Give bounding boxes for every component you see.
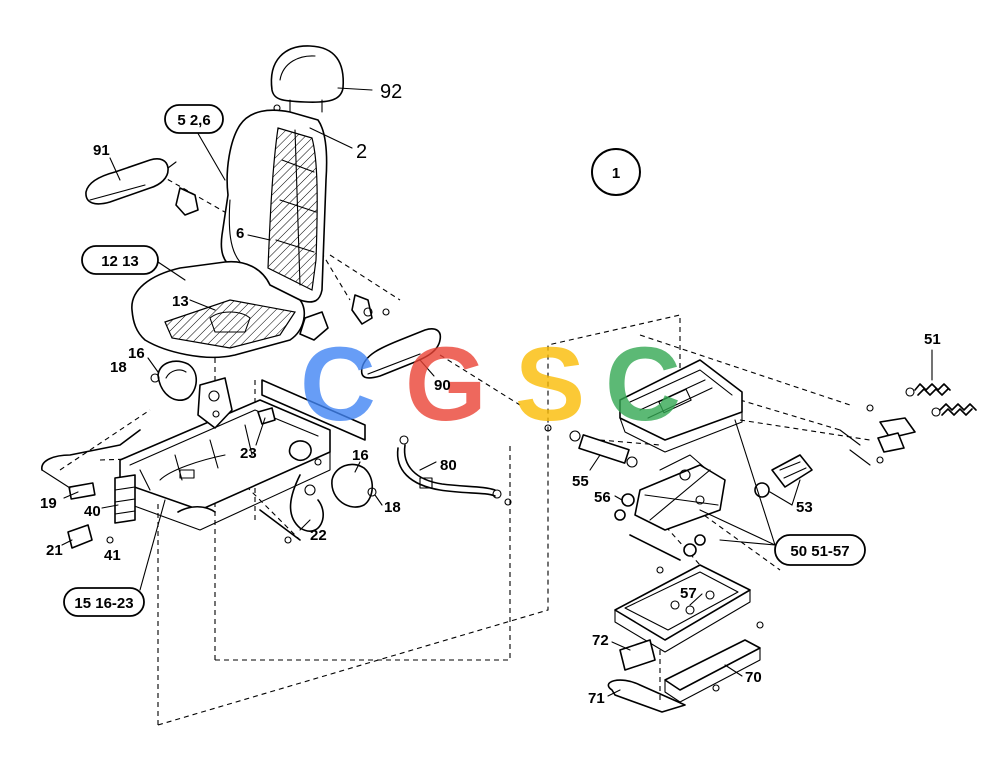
callout-6: 6 — [236, 225, 244, 242]
armrest-left[interactable] — [85, 158, 177, 205]
group-label-main: 1 — [591, 148, 641, 196]
group-label-frame: 15 16-23 — [63, 587, 145, 617]
suspension-lower-base[interactable] — [614, 564, 751, 653]
callout-16-right: 16 — [352, 447, 369, 464]
callout-70: 70 — [745, 669, 762, 686]
callout-57: 57 — [680, 585, 697, 602]
height-adjuster[interactable] — [754, 454, 813, 498]
backrest[interactable] — [220, 109, 328, 303]
knob[interactable] — [67, 524, 93, 549]
callout-56: 56 — [594, 489, 611, 506]
backrest-hinge-brackets[interactable] — [175, 187, 390, 341]
cable[interactable] — [259, 474, 324, 544]
svg-text:15 16-23: 15 16-23 — [74, 595, 133, 612]
group-label-cushion: 12 13 — [81, 245, 159, 275]
bracket-23[interactable] — [257, 407, 276, 425]
group-label-suspension: 50 51-57 — [774, 534, 866, 566]
callout-91: 91 — [93, 142, 110, 159]
callout-18-right: 18 — [384, 499, 401, 516]
springs[interactable] — [905, 383, 977, 417]
recliner-cover-right[interactable] — [288, 440, 377, 508]
callout-71: 71 — [588, 690, 605, 707]
watermark-letter-1: C — [300, 326, 376, 443]
damper[interactable] — [544, 424, 638, 468]
callout-18-left: 18 — [110, 359, 127, 376]
callout-90: 90 — [434, 377, 451, 394]
seat-frame[interactable] — [114, 399, 331, 531]
seat-cushion[interactable] — [131, 260, 306, 359]
watermark-letter-3: S — [515, 326, 585, 443]
callout-41: 41 — [104, 547, 121, 564]
callout-21: 21 — [46, 542, 63, 559]
adjust-lever[interactable] — [41, 429, 141, 500]
callout-16-left: 16 — [128, 345, 145, 362]
callout-72: 72 — [592, 632, 609, 649]
scissor-mechanism[interactable] — [634, 454, 726, 531]
recliner-cover-left[interactable] — [150, 360, 198, 401]
callout-92: 92 — [380, 81, 402, 103]
slide-lever[interactable] — [607, 679, 686, 713]
callout-51: 51 — [924, 331, 941, 348]
callout-13: 13 — [172, 293, 189, 310]
callout-22: 22 — [310, 527, 327, 544]
spring-bracket[interactable] — [839, 404, 916, 466]
rail-bar[interactable] — [261, 379, 366, 441]
callout-80: 80 — [440, 457, 457, 474]
suspension-upper-frame[interactable] — [619, 359, 743, 453]
grab-handle[interactable] — [396, 435, 512, 506]
callout-55: 55 — [572, 473, 589, 490]
watermark: C G S C — [300, 326, 681, 443]
group-label-backrest: 5 2,6 — [164, 104, 224, 134]
svg-text:1: 1 — [612, 165, 620, 182]
callout-23: 23 — [240, 445, 257, 462]
recliner-plate[interactable] — [197, 377, 233, 429]
slide-rail[interactable] — [619, 621, 764, 703]
screw-41[interactable] — [106, 536, 114, 544]
armrest-right[interactable] — [360, 328, 442, 379]
watermark-letter-4: C — [605, 326, 681, 443]
svg-text:50 51-57: 50 51-57 — [790, 543, 849, 560]
callout-40: 40 — [84, 503, 101, 520]
watermark-letter-2: G — [405, 326, 487, 443]
bushings[interactable] — [614, 493, 706, 561]
svg-text:12 13: 12 13 — [101, 253, 139, 270]
headrest[interactable] — [270, 45, 345, 128]
callout-labels: 92 2 91 6 13 16 18 23 19 40 21 41 22 16 … — [40, 81, 941, 707]
callout-53: 53 — [796, 499, 813, 516]
leader-lines — [61, 87, 933, 697]
svg-text:5 2,6: 5 2,6 — [177, 112, 210, 129]
callout-19: 19 — [40, 495, 57, 512]
callout-2: 2 — [356, 141, 367, 163]
